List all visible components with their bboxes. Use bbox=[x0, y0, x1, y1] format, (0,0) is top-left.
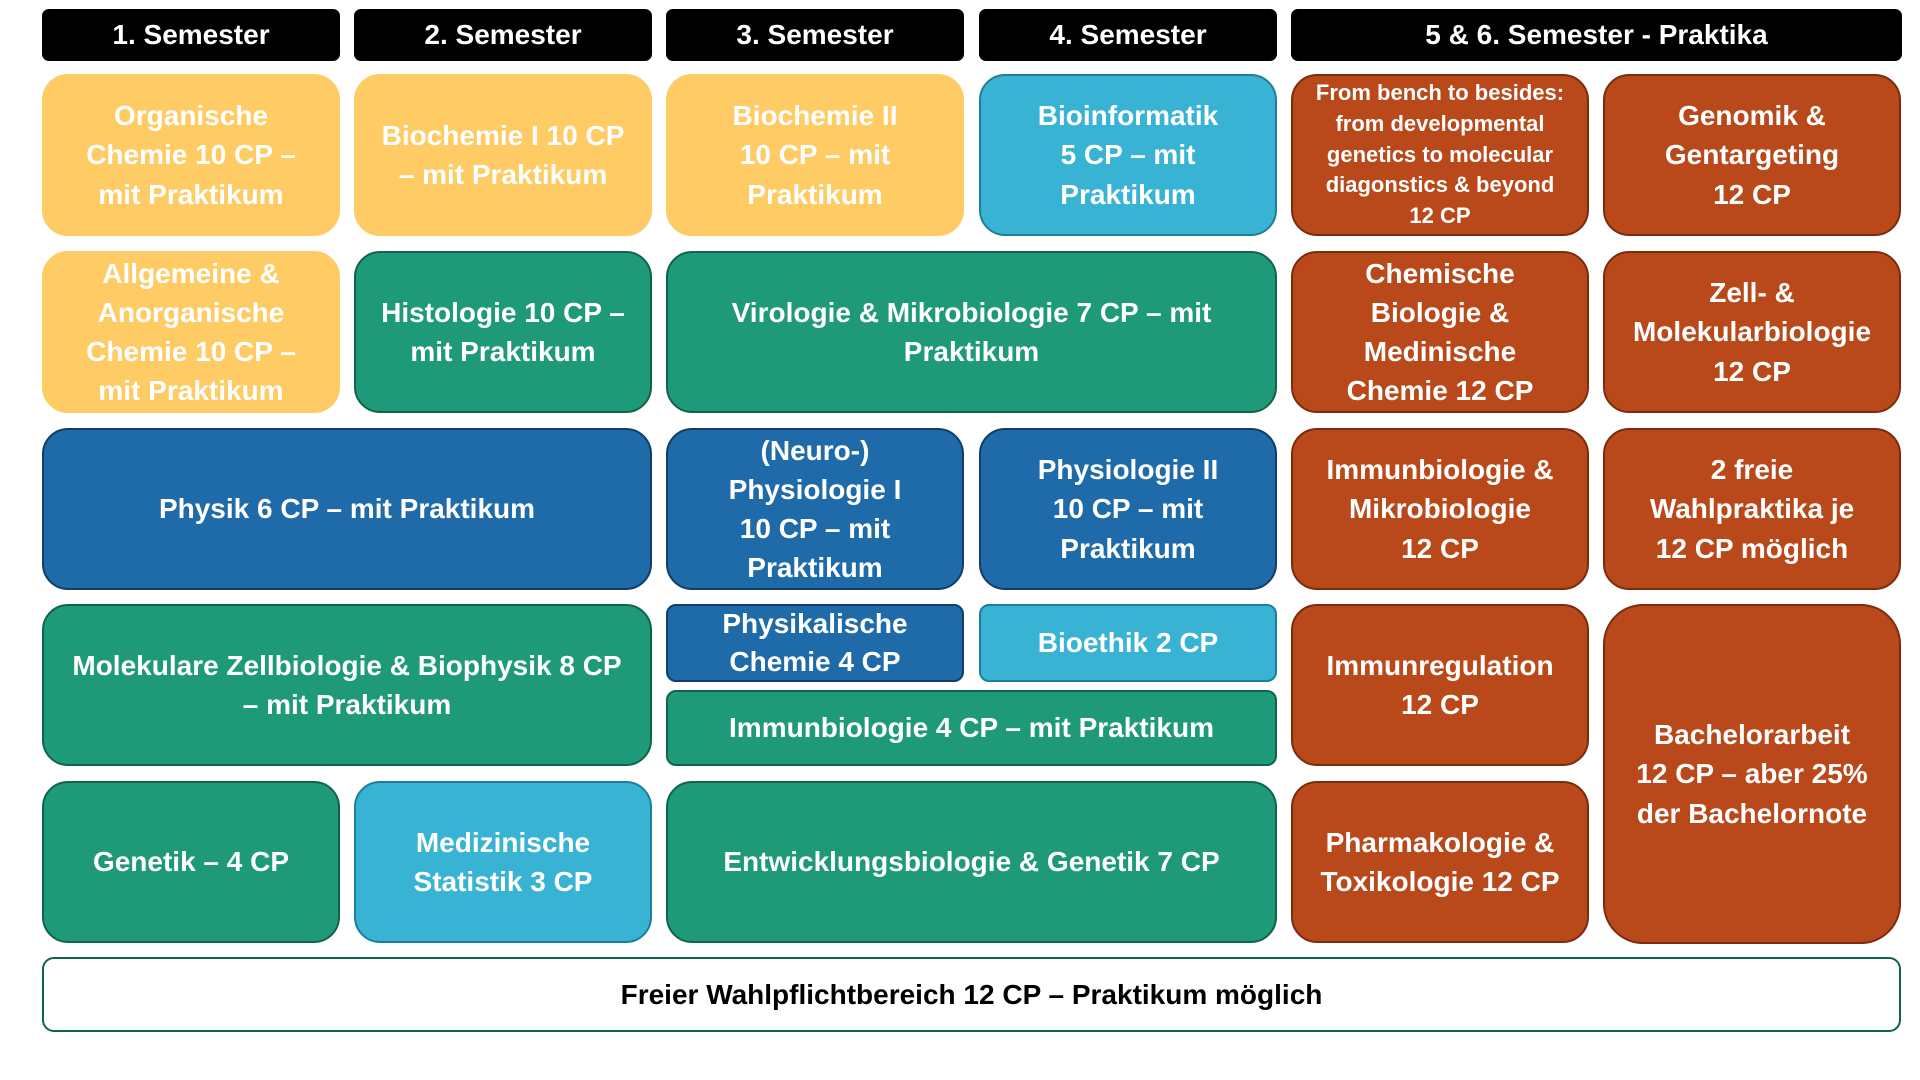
module-label: Biochemie I 10 CP – mit Praktikum bbox=[381, 119, 625, 190]
module-allgemeine-chemie: Allgemeine & Anorganische Chemie 10 CP –… bbox=[42, 251, 340, 413]
module-genomik: Genomik & Gentargeting 12 CP bbox=[1603, 74, 1901, 236]
module-label: Virologie & Mikrobiologie 7 CP – mit Pra… bbox=[731, 296, 1212, 367]
module-label: Immunregulation 12 CP bbox=[1326, 649, 1554, 720]
module-genetik: Genetik – 4 CP bbox=[42, 781, 340, 943]
module-label: From bench to besides: from developmenta… bbox=[1315, 80, 1565, 229]
semester-1-header: 1. Semester bbox=[42, 9, 340, 61]
module-label: Histologie 10 CP – mit Praktikum bbox=[381, 296, 625, 367]
module-label: 2 freie Wahlpraktika je 12 CP möglich bbox=[1649, 454, 1855, 564]
semester-2-header: 2. Semester bbox=[354, 9, 652, 61]
semester-3-header: 3. Semester bbox=[666, 9, 964, 61]
module-label: Organische Chemie 10 CP – mit Praktikum bbox=[86, 100, 296, 210]
semester-4-header: 4. Semester bbox=[979, 9, 1277, 61]
module-biochemie-2: Biochemie II 10 CP – mit Praktikum bbox=[666, 74, 964, 236]
module-wahlpraktika: 2 freie Wahlpraktika je 12 CP möglich bbox=[1603, 428, 1901, 590]
module-label: Physiologie II 10 CP – mit Praktikum bbox=[1037, 454, 1219, 564]
module-label: Bachelorarbeit 12 CP – aber 25% der Bach… bbox=[1636, 719, 1868, 829]
module-label: Pharmakologie & Toxikologie 12 CP bbox=[1320, 826, 1560, 897]
module-physiologie-2: Physiologie II 10 CP – mit Praktikum bbox=[979, 428, 1277, 590]
module-bioinformatik: Bioinformatik 5 CP – mit Praktikum bbox=[979, 74, 1277, 236]
module-label: Entwicklungsbiologie & Genetik 7 CP bbox=[723, 846, 1220, 878]
module-neurophysiologie: (Neuro-) Physiologie I 10 CP – mit Prakt… bbox=[666, 428, 964, 590]
module-label: Immunbiologie 4 CP – mit Praktikum bbox=[729, 712, 1214, 744]
module-bench-to-besides: From bench to besides: from developmenta… bbox=[1291, 74, 1589, 236]
module-label: Allgemeine & Anorganische Chemie 10 CP –… bbox=[86, 257, 296, 407]
module-wahlpflichtbereich: Freier Wahlpflichtbereich 12 CP – Prakti… bbox=[42, 957, 1901, 1032]
module-physikalische-chemie: Physikalische Chemie 4 CP bbox=[666, 604, 964, 682]
module-immunbiologie-4: Immunbiologie 4 CP – mit Praktikum bbox=[666, 690, 1277, 766]
module-label: Bioethik 2 CP bbox=[1037, 627, 1219, 659]
module-label: Bioinformatik 5 CP – mit Praktikum bbox=[1037, 100, 1219, 210]
module-label: Molekulare Zellbiologie & Biophysik 8 CP… bbox=[72, 649, 622, 720]
module-label: Biochemie II 10 CP – mit Praktikum bbox=[732, 100, 898, 210]
semester-5-6-header: 5 & 6. Semester - Praktika bbox=[1291, 9, 1902, 61]
module-label: Immunbiologie & Mikrobiologie 12 CP bbox=[1326, 454, 1554, 564]
module-label: Physik 6 CP – mit Praktikum bbox=[158, 493, 536, 525]
module-organische-chemie: Organische Chemie 10 CP – mit Praktikum bbox=[42, 74, 340, 236]
module-medizinische-statistik: Medizinische Statistik 3 CP bbox=[354, 781, 652, 943]
module-virologie: Virologie & Mikrobiologie 7 CP – mit Pra… bbox=[666, 251, 1277, 413]
module-pharmakologie: Pharmakologie & Toxikologie 12 CP bbox=[1291, 781, 1589, 943]
module-label: (Neuro-) Physiologie I 10 CP – mit Prakt… bbox=[728, 434, 902, 584]
module-bachelorarbeit: Bachelorarbeit 12 CP – aber 25% der Bach… bbox=[1603, 604, 1901, 944]
module-label: Genomik & Gentargeting 12 CP bbox=[1664, 100, 1840, 210]
module-label: Medizinische Statistik 3 CP bbox=[413, 826, 593, 897]
module-label: Freier Wahlpflichtbereich 12 CP – Prakti… bbox=[620, 978, 1323, 1010]
module-immunbiologie-mikrobiologie: Immunbiologie & Mikrobiologie 12 CP bbox=[1291, 428, 1589, 590]
module-zell-molekularbiologie: Zell- & Molekularbiologie 12 CP bbox=[1603, 251, 1901, 413]
module-bioethik: Bioethik 2 CP bbox=[979, 604, 1277, 682]
module-immunregulation: Immunregulation 12 CP bbox=[1291, 604, 1589, 766]
module-entwicklungsbiologie: Entwicklungsbiologie & Genetik 7 CP bbox=[666, 781, 1277, 943]
module-label: Genetik – 4 CP bbox=[92, 846, 290, 878]
module-label: Zell- & Molekularbiologie 12 CP bbox=[1632, 277, 1872, 387]
module-biochemie-1: Biochemie I 10 CP – mit Praktikum bbox=[354, 74, 652, 236]
module-physik: Physik 6 CP – mit Praktikum bbox=[42, 428, 652, 590]
module-chemische-biologie: Chemische Biologie & Medinische Chemie 1… bbox=[1291, 251, 1589, 413]
module-molekulare-zellbiologie: Molekulare Zellbiologie & Biophysik 8 CP… bbox=[42, 604, 652, 766]
module-label: Chemische Biologie & Medinische Chemie 1… bbox=[1346, 257, 1534, 407]
module-label: Physikalische Chemie 4 CP bbox=[722, 608, 908, 677]
module-histologie: Histologie 10 CP – mit Praktikum bbox=[354, 251, 652, 413]
